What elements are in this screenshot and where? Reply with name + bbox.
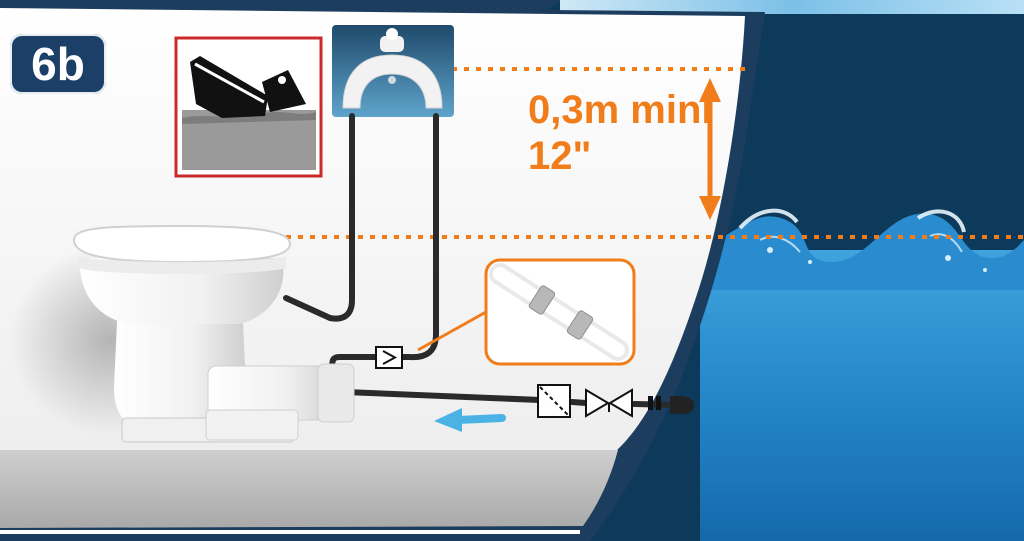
sinking-boat-icon <box>190 56 306 118</box>
step-badge-label: 6b <box>31 38 85 90</box>
flow-arrow-icon <box>434 408 506 432</box>
step-badge: 6b <box>10 34 106 94</box>
strainer-icon <box>537 384 571 418</box>
clearance-dimension-arrow <box>699 78 721 220</box>
waves <box>700 208 1024 290</box>
sea-water <box>700 250 1024 541</box>
clearance-label-imperial: 12" <box>528 134 592 178</box>
vented-loop-icon <box>380 36 404 52</box>
sinking-boat-warning <box>174 36 323 178</box>
seacock-valve-icon <box>585 388 633 418</box>
hose-joint-detail <box>417 258 636 366</box>
sky-strip <box>560 0 1024 14</box>
hull-floor <box>0 450 618 528</box>
check-valve-icon <box>375 346 403 369</box>
clearance-label-metric: 0,3m mini <box>528 88 713 132</box>
vented-loop <box>332 25 454 117</box>
thru-hull-fitting <box>648 396 694 414</box>
marine-toilet <box>72 224 355 443</box>
